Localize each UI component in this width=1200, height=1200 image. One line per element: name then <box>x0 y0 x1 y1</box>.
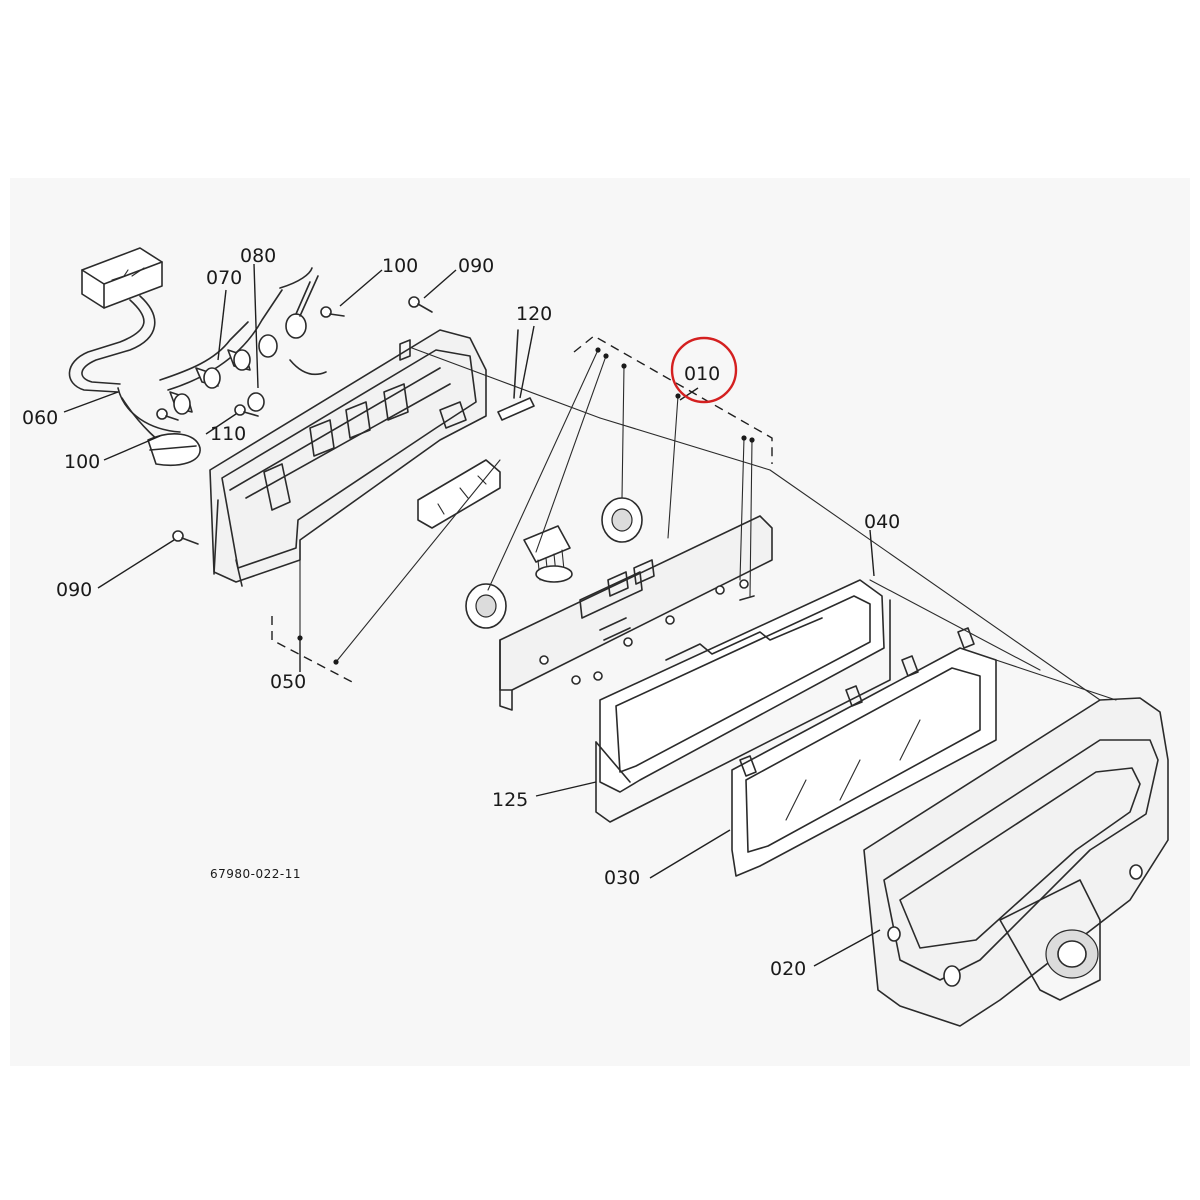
bulb-sockets-070 <box>169 349 251 415</box>
drawing-number: 67980-022-11 <box>210 867 301 881</box>
label-080: 080 <box>240 245 276 267</box>
label-040: 040 <box>864 511 900 533</box>
label-125: 125 <box>492 789 528 811</box>
screws-upper <box>156 296 433 421</box>
clamp-100 <box>147 433 201 466</box>
label-030: 030 <box>604 867 640 889</box>
label-060: 060 <box>22 407 58 429</box>
label-050: 050 <box>270 671 306 693</box>
dashed-groups <box>271 335 773 685</box>
assembly-axis-lines <box>297 347 1117 701</box>
symbol-plate <box>417 459 501 529</box>
leader-lines <box>63 263 881 967</box>
label-010: 010 <box>684 363 720 385</box>
circuit-board-010 <box>465 497 773 711</box>
label-070: 070 <box>206 267 242 289</box>
instrument-housing <box>209 329 487 587</box>
outer-cover-020 <box>863 697 1169 1027</box>
label-100-left: 100 <box>64 451 100 473</box>
label-100-top: 100 <box>382 255 418 277</box>
bulbs-080 <box>247 275 327 412</box>
lens-glass-030 <box>731 627 997 877</box>
label-090-top: 090 <box>458 255 494 277</box>
label-090-left: 090 <box>56 579 92 601</box>
label-120: 120 <box>516 303 552 325</box>
part-labels: 010 020 030 040 050 060 070 080 090 090 … <box>22 245 900 980</box>
label-020: 020 <box>770 958 806 980</box>
label-110: 110 <box>210 423 246 445</box>
bezel-frame-040 <box>595 579 891 823</box>
highlight-circle <box>670 336 738 404</box>
